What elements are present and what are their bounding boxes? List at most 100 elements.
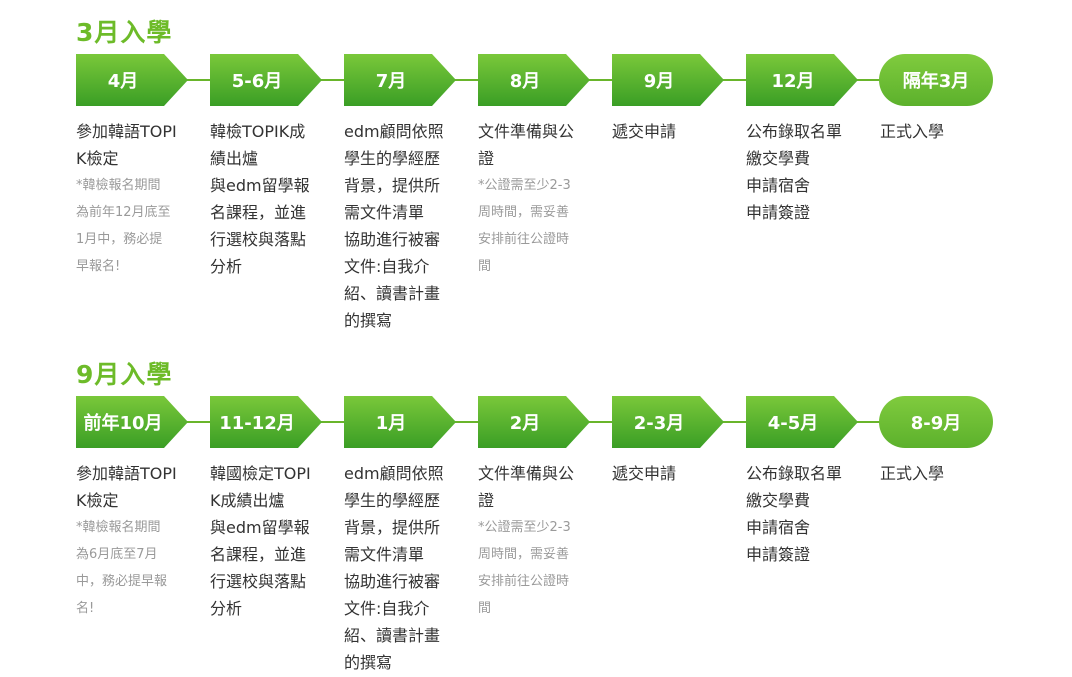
timeline-step: 8月 [478, 54, 590, 106]
description-line: 文件準備與公 [478, 122, 575, 141]
description-note: *韓檢報名期間 [76, 520, 161, 535]
description-line: 分析 [210, 599, 243, 618]
description-line: K檢定 [76, 491, 119, 510]
description-line: K檢定 [76, 149, 119, 168]
timeline-connector [582, 421, 616, 423]
description-line: 申請宿舍 [746, 518, 811, 537]
description-line: 韓國檢定TOPI [210, 464, 311, 483]
description-line: 公布錄取名單 [746, 464, 843, 483]
step-description: 公布錄取名單繳交學費申請宿舍申請簽證 [746, 118, 864, 226]
description-line: 繳交學費 [746, 491, 811, 510]
description-line: 紹、讀書計畫 [344, 626, 441, 645]
timeline-step: 12月 [746, 54, 858, 106]
timeline-track: 4月 5-6月 7月 8月 9月 12月隔年3月 [0, 54, 1072, 106]
description-line: 申請宿舍 [746, 176, 811, 195]
description-line: 學生的學經歷 [344, 149, 441, 168]
section-title: 3月入學 [76, 18, 173, 47]
description-line: 紹、讀書計畫 [344, 284, 441, 303]
description-line: 與edm留學報 [210, 518, 310, 537]
description-line: 繳交學費 [746, 149, 811, 168]
description-line: 名課程，並進 [210, 545, 307, 564]
description-line: 學生的學經歷 [344, 491, 441, 510]
description-line: 績出爐 [210, 149, 259, 168]
timeline-step: 5-6月 [210, 54, 322, 106]
step-description: 遞交申請 [612, 460, 730, 487]
timeline-step: 1月 [344, 396, 456, 448]
step-description: 公布錄取名單繳交學費申請宿舍申請簽證 [746, 460, 864, 568]
step-description: 參加韓語TOPI K檢定 *韓檢報名期間為前年12月底至 1月中，務必提早報名! [76, 118, 194, 280]
step-description: edm顧問依照學生的學經歷背景，提供所需文件清單協助進行被審文件:自我介紹、讀書… [344, 118, 462, 334]
description-note: *公證需至少2-3 [478, 178, 571, 193]
description-line: 與edm留學報 [210, 176, 310, 195]
description-note: 安排前往公證時 [478, 232, 570, 247]
timeline-step: 9月 [612, 54, 724, 106]
description-line: 文件:自我介 [344, 257, 430, 276]
description-note: 間 [478, 259, 492, 274]
step-description: edm顧問依照學生的學經歷背景，提供所需文件清單協助進行被審文件:自我介紹、讀書… [344, 460, 462, 676]
timeline-step: 4-5月 [746, 396, 858, 448]
timeline-step: 前年10月 [76, 396, 188, 448]
timeline-connector [716, 421, 750, 423]
description-note: 早報名! [76, 259, 121, 274]
timeline-connector [582, 79, 616, 81]
description-line: 證 [478, 491, 495, 510]
description-note: 周時間，需妥善 [478, 547, 570, 562]
description-line: 背景，提供所 [344, 176, 441, 195]
step-description: 韓檢TOPIK成績出爐與edm留學報名課程，並進行選校與落點分析 [210, 118, 328, 280]
timeline-connector [180, 421, 214, 423]
description-line: 遞交申請 [612, 464, 677, 483]
description-line: 證 [478, 149, 495, 168]
description-line: 行選校與落點 [210, 572, 307, 591]
description-line: 參加韓語TOPI [76, 122, 177, 141]
description-note: 為前年12月底至 [76, 205, 171, 220]
description-line: 申請簽證 [746, 203, 811, 222]
description-note: 1月中，務必提 [76, 232, 163, 247]
description-line: 需文件清單 [344, 203, 425, 222]
timeline-connector [314, 421, 348, 423]
timeline-step: 2月 [478, 396, 590, 448]
timeline-step: 7月 [344, 54, 456, 106]
description-line: 遞交申請 [612, 122, 677, 141]
description-line: K成績出爐 [210, 491, 285, 510]
description-line: 的撰寫 [344, 311, 393, 330]
description-note: 間 [478, 601, 492, 616]
description-note: *公證需至少2-3 [478, 520, 571, 535]
description-line: 需文件清單 [344, 545, 425, 564]
timeline-connector [180, 79, 214, 81]
description-line: 參加韓語TOPI [76, 464, 177, 483]
description-line: 分析 [210, 257, 243, 276]
description-note: *韓檢報名期間 [76, 178, 161, 193]
timeline-connector [850, 79, 884, 81]
description-line: 文件準備與公 [478, 464, 575, 483]
timeline-step: 4月 [76, 54, 188, 106]
timeline-step-final: 隔年3月 [879, 54, 993, 106]
description-line: 申請簽證 [746, 545, 811, 564]
description-line: 名課程，並進 [210, 203, 307, 222]
description-line: 協助進行被審 [344, 572, 441, 591]
timeline-connector [850, 421, 884, 423]
description-line: 文件:自我介 [344, 599, 430, 618]
description-line: 協助進行被審 [344, 230, 441, 249]
description-note: 周時間，需妥善 [478, 205, 570, 220]
step-description: 韓國檢定TOPI K成績出爐與edm留學報名課程，並進行選校與落點分析 [210, 460, 328, 622]
description-note: 名! [76, 601, 95, 616]
timeline-connector [448, 79, 482, 81]
description-note: 中，務必提早報 [76, 574, 168, 589]
timeline-step-final: 8-9月 [879, 396, 993, 448]
step-description: 文件準備與公證 *公證需至少2-3 周時間，需妥善安排前往公證時間 [478, 118, 596, 280]
section-title: 9月入學 [76, 360, 173, 389]
timeline-connector [448, 421, 482, 423]
description-line: 正式入學 [880, 464, 945, 483]
description-line: 韓檢TOPIK成 [210, 122, 306, 141]
description-line: 正式入學 [880, 122, 945, 141]
timeline-connector [716, 79, 750, 81]
timeline-step: 2-3月 [612, 396, 724, 448]
step-description: 遞交申請 [612, 118, 730, 145]
description-line: 背景，提供所 [344, 518, 441, 537]
description-line: 的撰寫 [344, 653, 393, 672]
timeline-connector [314, 79, 348, 81]
description-line: edm顧問依照 [344, 464, 444, 483]
